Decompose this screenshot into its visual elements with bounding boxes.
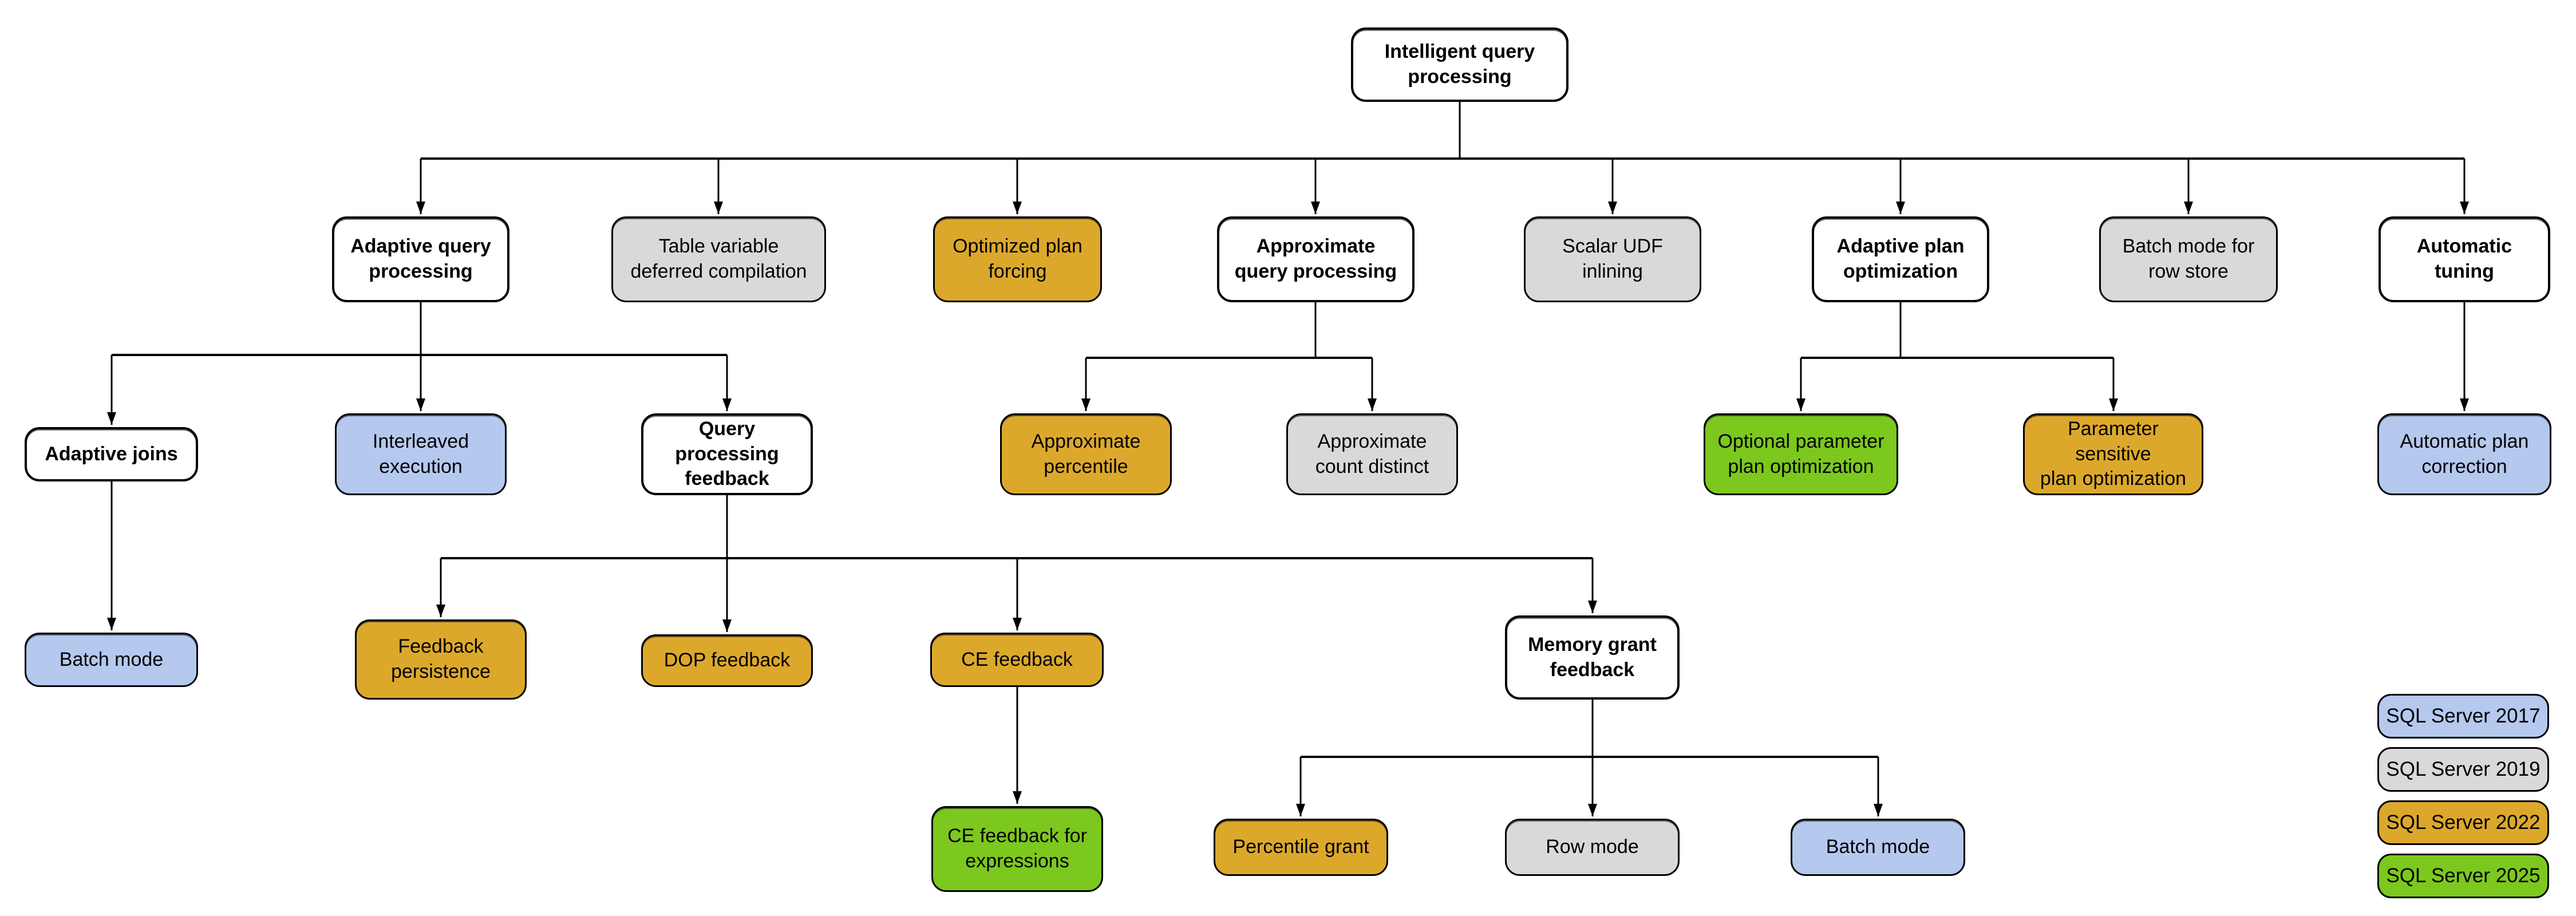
node-intelligent-query-processing: Intelligent query processing — [1351, 27, 1568, 102]
node-batch-mode-adaptive-joins: Batch mode — [25, 633, 198, 687]
node-scalar-udf-inlining: Scalar UDF inlining — [1524, 216, 1701, 302]
node-ce-feedback: CE feedback — [930, 633, 1104, 687]
node-automatic-tuning: Automatic tuning — [2379, 216, 2550, 302]
node-percentile-grant: Percentile grant — [1214, 819, 1388, 876]
node-dop-feedback: DOP feedback — [641, 634, 813, 687]
node-automatic-plan-correction: Automatic plan correction — [2377, 413, 2551, 495]
node-adaptive-joins: Adaptive joins — [25, 427, 198, 481]
node-parameter-sensitive-plan-optimization: Parameter sensitive plan optimization — [2023, 413, 2203, 495]
node-ce-feedback-for-expressions: CE feedback for expressions — [931, 806, 1103, 892]
node-approximate-percentile: Approximate percentile — [1000, 413, 1172, 495]
legend-sql-server-2025: SQL Server 2025 — [2377, 854, 2549, 898]
legend-sql-server-2017: SQL Server 2017 — [2377, 694, 2549, 739]
node-batch-mode-for-row-store: Batch mode for row store — [2099, 216, 2278, 302]
node-table-variable-deferred-compilation: Table variable deferred compilation — [611, 216, 826, 302]
node-interleaved-execution: Interleaved execution — [335, 413, 507, 495]
node-memory-grant-feedback: Memory grant feedback — [1505, 615, 1680, 700]
node-optional-parameter-plan-optimization: Optional parameter plan optimization — [1704, 413, 1898, 495]
legend-sql-server-2022: SQL Server 2022 — [2377, 800, 2549, 845]
node-adaptive-plan-optimization: Adaptive plan optimization — [1812, 216, 1989, 302]
node-row-mode: Row mode — [1505, 819, 1680, 876]
node-approximate-count-distinct: Approximate count distinct — [1286, 413, 1458, 495]
node-feedback-persistence: Feedback persistence — [355, 619, 527, 700]
node-optimized-plan-forcing: Optimized plan forcing — [933, 216, 1102, 302]
node-batch-mode-memory-grant: Batch mode — [1791, 819, 1965, 876]
node-approximate-query-processing: Approximate query processing — [1217, 216, 1415, 302]
legend-sql-server-2019: SQL Server 2019 — [2377, 747, 2549, 792]
node-query-processing-feedback: Query processing feedback — [641, 413, 813, 495]
node-adaptive-query-processing: Adaptive query processing — [332, 216, 509, 302]
